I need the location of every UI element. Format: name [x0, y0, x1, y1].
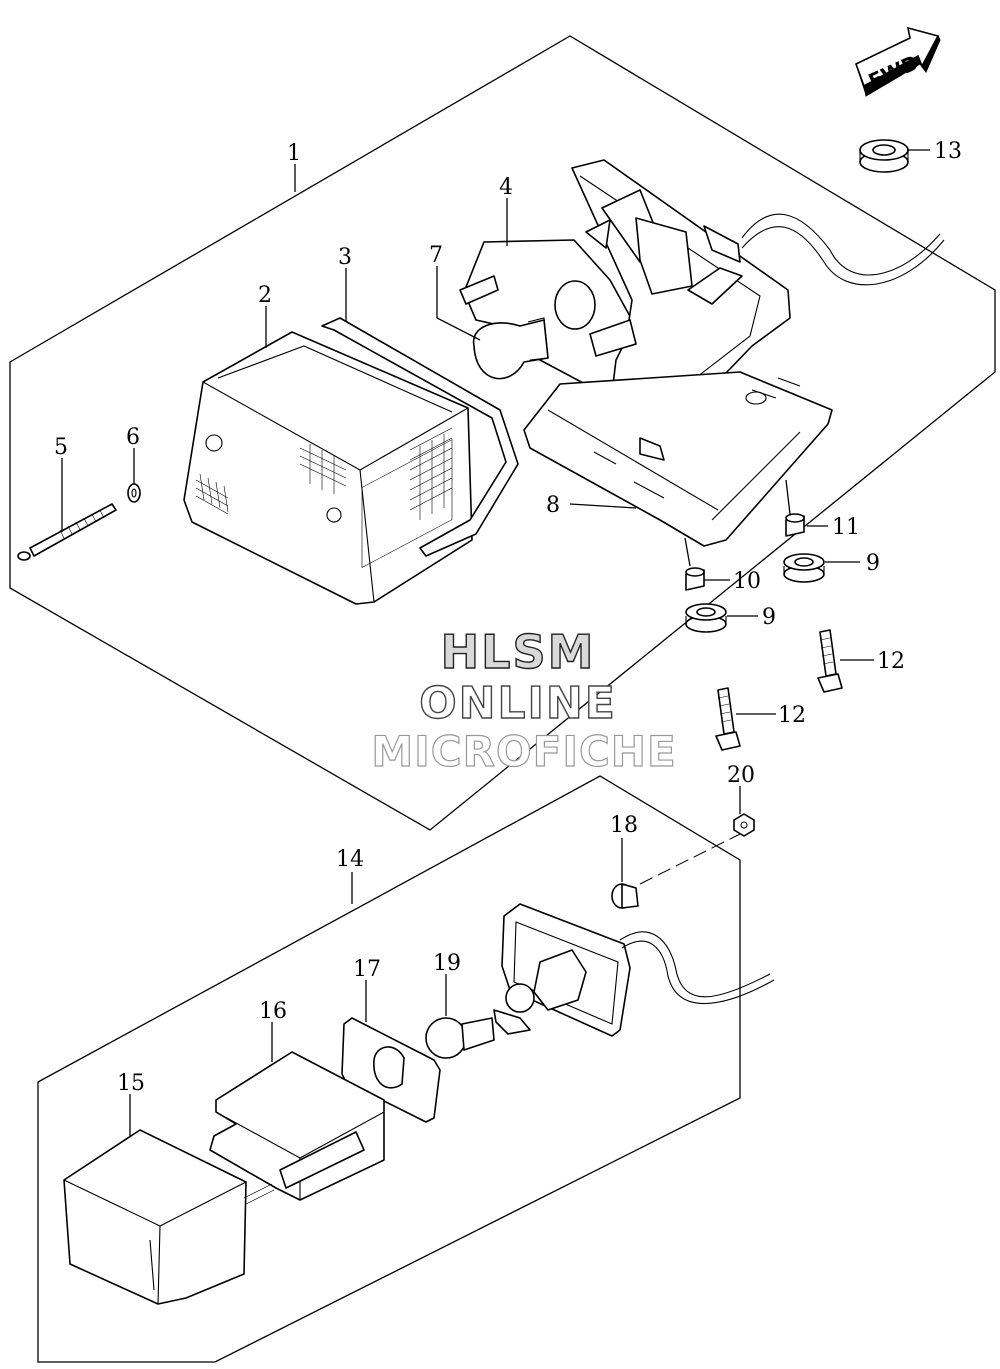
part-12-bolt-lower [715, 687, 741, 751]
callout-8: 8 [546, 493, 560, 518]
callout-6: 6 [126, 425, 140, 450]
callout-18: 18 [610, 813, 638, 838]
part-13-grommet [859, 139, 909, 173]
callout-17: 17 [353, 957, 381, 982]
callout-3: 3 [338, 245, 352, 270]
part-5-bolt [17, 503, 117, 561]
rear-housing-shell [571, 159, 791, 441]
callout-5: 5 [54, 435, 68, 460]
callout-12-upper: 12 [877, 649, 905, 674]
watermark-line-2: ONLINE [419, 678, 617, 729]
assembly-1-frame [9, 35, 996, 831]
callout-2: 2 [258, 283, 272, 308]
part-4-housing [459, 239, 633, 393]
part-9-grommet-upper [783, 553, 825, 583]
callout-9-upper: 9 [866, 551, 880, 576]
watermark-line-3: MICROFICHE [371, 727, 676, 776]
part-17-gasket [341, 1017, 441, 1123]
callout-16: 16 [259, 999, 287, 1024]
part-10-collar [685, 567, 705, 591]
assembly-14-frame [37, 775, 741, 1363]
part-16-housing [209, 1051, 385, 1201]
part-18-grommet [611, 883, 639, 909]
callout-10: 10 [733, 569, 761, 594]
part-6-washer [127, 483, 141, 503]
part-7-bulb [472, 317, 549, 380]
wire-harness [741, 213, 941, 276]
leader-lines [61, 149, 930, 1136]
fwd-arrow-icon: FWD [855, 26, 941, 97]
part-8-bracket [523, 371, 833, 547]
callout-7: 7 [429, 243, 443, 268]
part-15-lens [63, 1129, 275, 1305]
callout-9-lower: 9 [762, 605, 776, 630]
part-20-nut [733, 813, 755, 837]
callout-4: 4 [499, 175, 513, 200]
part-11-collar [785, 513, 805, 537]
socket-clip [493, 1009, 531, 1035]
callout-13: 13 [934, 139, 962, 164]
callout-20: 20 [727, 763, 755, 788]
part-3-gasket [321, 317, 519, 557]
callout-15: 15 [117, 1071, 145, 1096]
callout-19: 19 [433, 951, 461, 976]
callout-11: 11 [832, 515, 860, 540]
part-2-lens [183, 331, 473, 605]
socket-housing [501, 903, 631, 1037]
callout-12-lower: 12 [778, 703, 806, 728]
lower-wire [619, 931, 771, 998]
callout-14: 14 [336, 847, 364, 872]
guide-line-dashed [639, 833, 741, 885]
callout-1: 1 [287, 141, 301, 166]
part-12-bolt-upper [817, 629, 843, 693]
part-9-grommet-lower [685, 603, 727, 633]
part-19-bulb [425, 1017, 495, 1059]
watermark-line-1: HLSM [441, 625, 596, 679]
